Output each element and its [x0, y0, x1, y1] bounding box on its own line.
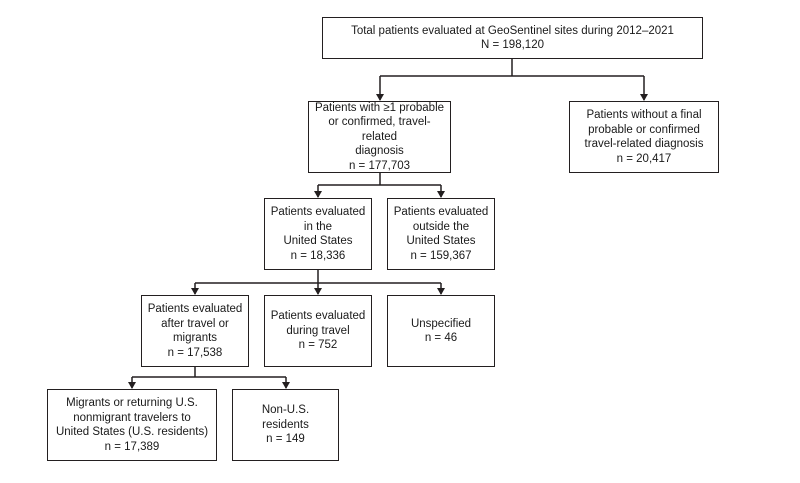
during-travel-line2: during travel	[286, 324, 350, 337]
without-diagnosis-line1: Patients without a final	[586, 109, 702, 121]
us-residents-count: n = 17,389	[104, 440, 160, 453]
after-travel-box: Patients evaluated after travel or migra…	[141, 295, 249, 367]
after-travel-line1: Patients evaluated	[147, 303, 243, 315]
total-count: N = 198,120	[481, 39, 544, 51]
during-travel-box: Patients evaluated during travel n = 752	[264, 295, 372, 367]
in-us-line1: Patients evaluated	[270, 206, 366, 218]
unspecified-count: n = 46	[424, 332, 458, 344]
outside-us-line2: outside the	[412, 220, 470, 233]
non-us-residents-box: Non-U.S. residents n = 149	[232, 389, 339, 461]
during-travel-line1: Patients evaluated	[270, 310, 366, 323]
unspecified-box: Unspecified n = 46	[387, 295, 495, 367]
outside-us-line1: Patients evaluated	[393, 206, 489, 218]
with-diagnosis-line3: diagnosis	[355, 145, 404, 158]
in-us-box: Patients evaluated in the United States …	[264, 198, 372, 270]
outside-us-count: n = 159,367	[410, 249, 472, 262]
us-residents-box: Migrants or returning U.S. nonmigrant tr…	[47, 389, 217, 461]
unspecified-line1: Unspecified	[410, 317, 472, 330]
in-us-line2: in the	[303, 220, 333, 233]
without-diagnosis-line3: travel-related diagnosis	[584, 138, 704, 150]
non-us-residents-line1: Non-U.S. residents	[261, 404, 310, 431]
without-diagnosis-box: Patients without a final probable or con…	[569, 101, 719, 173]
outside-us-line3: United States	[406, 235, 476, 247]
during-travel-count: n = 752	[298, 339, 338, 352]
after-travel-line3: migrants	[172, 332, 218, 344]
in-us-line3: United States	[283, 235, 353, 247]
with-diagnosis-line1: Patients with ≥1 probable	[314, 101, 445, 114]
us-residents-line2: nonmigrant travelers to	[73, 411, 191, 424]
in-us-count: n = 18,336	[290, 249, 346, 262]
without-diagnosis-count: n = 20,417	[616, 152, 672, 165]
outside-us-box: Patients evaluated outside the United St…	[387, 198, 495, 270]
total-patients-box: Total patients evaluated at GeoSentinel …	[322, 17, 703, 59]
non-us-residents-count: n = 149	[266, 433, 305, 446]
us-residents-line3: United States (U.S. residents)	[55, 426, 209, 438]
after-travel-count: n = 17,538	[167, 346, 223, 359]
us-residents-line1: Migrants or returning U.S.	[66, 397, 198, 409]
after-travel-line2: after travel or	[161, 317, 229, 330]
without-diagnosis-line2: probable or confirmed	[588, 123, 700, 136]
total-label: Total patients evaluated at GeoSentinel …	[351, 24, 674, 37]
with-diagnosis-count: n = 177,703	[348, 159, 411, 172]
with-diagnosis-line2: or confirmed, travel-related	[328, 116, 431, 143]
with-diagnosis-box: Patients with ≥1 probable or confirmed, …	[308, 101, 451, 173]
